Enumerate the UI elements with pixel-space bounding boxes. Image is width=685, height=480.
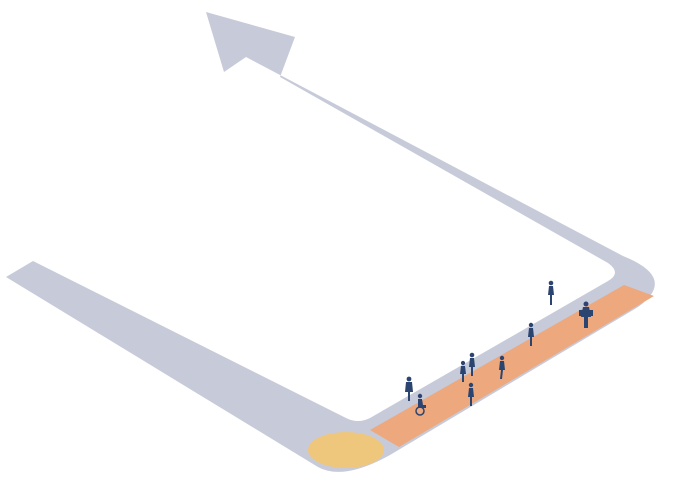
path-band [6,12,655,472]
circle-marker-icon [308,432,384,468]
pedestrian-icon [548,281,554,305]
orange-zone-band [370,285,654,447]
